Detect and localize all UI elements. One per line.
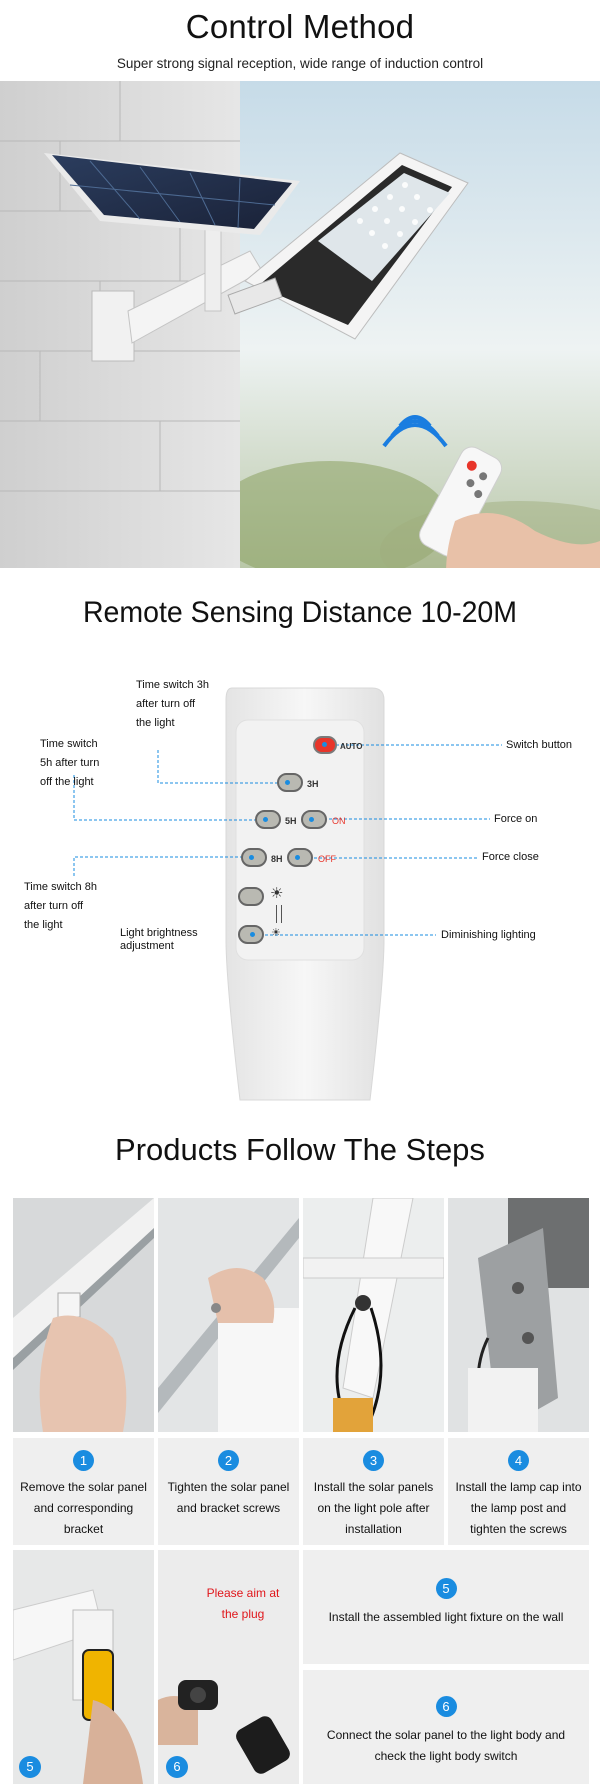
step-2-number: 2: [218, 1450, 239, 1471]
step-4-photo: [448, 1198, 589, 1432]
on-button[interactable]: [301, 810, 327, 829]
step-3-text: Install the solar panels on the light po…: [313, 1480, 434, 1536]
3h-dot-icon: [285, 780, 290, 785]
step-5-text: Install the assembled light fixture on t…: [328, 1610, 564, 1624]
force-on-label: Force on: [494, 813, 538, 825]
step-6-caption: 6 Connect the solar panel to the light b…: [303, 1670, 589, 1784]
step-1-text: Remove the solar panel and corresponding…: [20, 1480, 147, 1536]
step-4-text: Install the lamp cap into the lamp post …: [455, 1480, 582, 1536]
control-method-title: Control Method: [185, 8, 415, 45]
8h-label: 8H: [271, 854, 283, 864]
steps-title: Products Follow The Steps: [115, 1132, 485, 1167]
step-5-number: 5: [435, 1578, 457, 1599]
step-6-badge: 6: [166, 1756, 188, 1778]
sun-small-icon: ☀: [271, 927, 281, 939]
step-3-photo: [303, 1198, 444, 1432]
auto-label: AUTO: [340, 742, 363, 751]
level-bars-icon: [276, 905, 282, 923]
step-6-number: 6: [435, 1696, 457, 1717]
remote-diagram: AUTO 3H 5H ON 8H OFF ☀ ☀ Time switch 3h …: [0, 679, 600, 1120]
sun-large-icon: ☀: [270, 885, 284, 902]
5h-button[interactable]: [255, 810, 281, 829]
remote-distance-title: Remote Sensing Distance 10-20M: [82, 596, 518, 629]
3h-label: 3H: [307, 779, 319, 789]
brightness-down-button[interactable]: [238, 925, 264, 944]
step-4-caption: 4 Install the lamp cap into the lamp pos…: [448, 1438, 589, 1545]
8h-dot-icon: [249, 855, 254, 860]
dim-dot-icon: [250, 932, 255, 937]
force-close-label: Force close: [482, 851, 539, 863]
off-dot-icon: [295, 855, 300, 860]
step-2-caption: 2 Tighten the solar panel and bracket sc…: [158, 1438, 299, 1545]
step-1-caption: 1 Remove the solar panel and correspondi…: [13, 1438, 154, 1545]
step-3-caption: 3 Install the solar panels on the light …: [303, 1438, 444, 1545]
switch-button-label: Switch button: [506, 739, 573, 751]
remote-diagram-lines: [73, 687, 502, 1101]
brightness-up-button[interactable]: [238, 887, 264, 906]
on-dot-icon: [309, 817, 314, 822]
hero-solar-light-image: [0, 81, 600, 568]
step-4-number: 4: [508, 1450, 529, 1471]
diminishing-lighting-label: Diminishing lighting: [441, 929, 536, 941]
step-3-number: 3: [363, 1450, 384, 1471]
step-1-number: 1: [73, 1450, 94, 1471]
time-switch-5h-label: Time switch 5h after turn off the light: [40, 738, 100, 788]
time-switch-8h-label: Time switch 8h after turn off the light: [24, 881, 97, 931]
time-switch-3h-label: Time switch 3h after turn off the light: [136, 679, 209, 729]
step-2-photo: [158, 1198, 299, 1432]
auto-dot-icon: [322, 742, 327, 747]
light-brightness-label: Light brightness adjustment: [120, 927, 198, 952]
step-1-photo: [13, 1198, 154, 1432]
off-button[interactable]: [287, 848, 313, 867]
step-2-text: Tighten the solar panel and bracket scre…: [167, 1480, 290, 1515]
8h-button[interactable]: [241, 848, 267, 867]
step-6-photo: Please aim at the plug 6: [158, 1550, 299, 1784]
plug-note: Please aim at the plug: [206, 1586, 280, 1621]
control-method-subtitle: Super strong signal reception, wide rang…: [116, 56, 484, 71]
5h-label: 5H: [285, 816, 297, 826]
3h-button[interactable]: [277, 773, 303, 792]
solar-street-light-illustration: [0, 81, 600, 568]
5h-dot-icon: [263, 817, 268, 822]
step-6-text: Connect the solar panel to the light bod…: [326, 1728, 566, 1763]
on-label: ON: [332, 816, 346, 826]
off-label: OFF: [318, 854, 336, 864]
step-5-caption: 5 Install the assembled light fixture on…: [303, 1550, 589, 1664]
auto-button[interactable]: [313, 736, 337, 754]
step-5-photo: 5: [13, 1550, 154, 1784]
step-5-badge: 5: [19, 1756, 41, 1778]
